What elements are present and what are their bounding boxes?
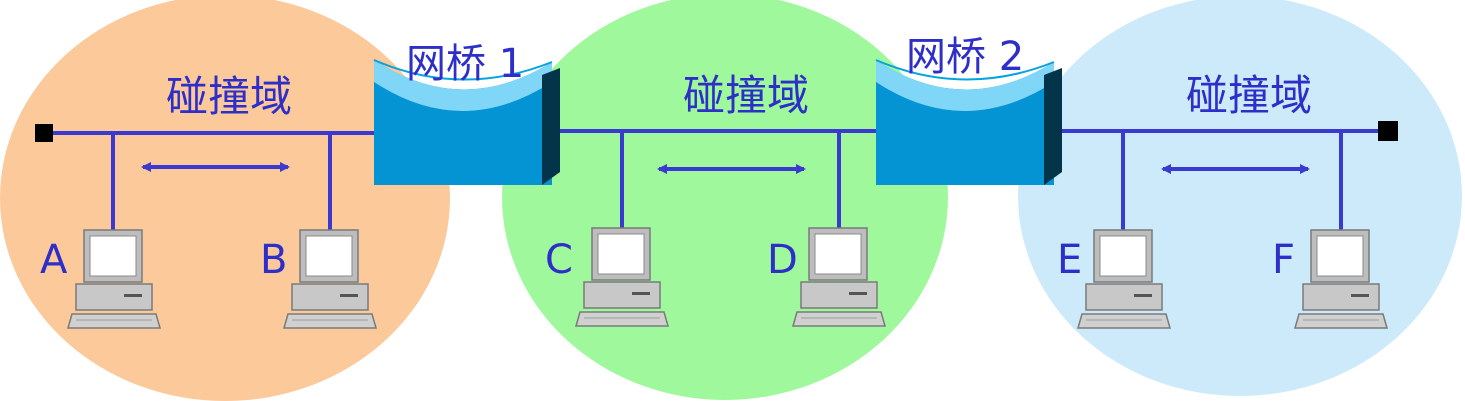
bus-left (35, 124, 378, 232)
host-label-b: B (260, 237, 287, 283)
bridge-icon (373, 59, 560, 185)
collision-domain-left (0, 0, 450, 401)
collision-domain-middle (502, 0, 948, 400)
collision-domain-right (1018, 0, 1462, 396)
bridge-icon (875, 59, 1062, 185)
bus-right (1050, 121, 1398, 232)
bus-middle (545, 129, 885, 230)
bridge-label-2: 网桥 2 (906, 34, 1024, 80)
host-label-a: A (40, 237, 68, 283)
host-label-c: C (545, 237, 573, 283)
host-label-d: D (767, 237, 798, 283)
host-label-e: E (1057, 237, 1082, 283)
domain-label-left: 碰撞域 (166, 72, 292, 121)
domain-label-middle: 碰撞域 (683, 71, 809, 120)
domain-label-right: 碰撞域 (1186, 71, 1312, 120)
bridge-label-1: 网桥 1 (406, 41, 524, 87)
host-label-f: F (1272, 237, 1295, 283)
